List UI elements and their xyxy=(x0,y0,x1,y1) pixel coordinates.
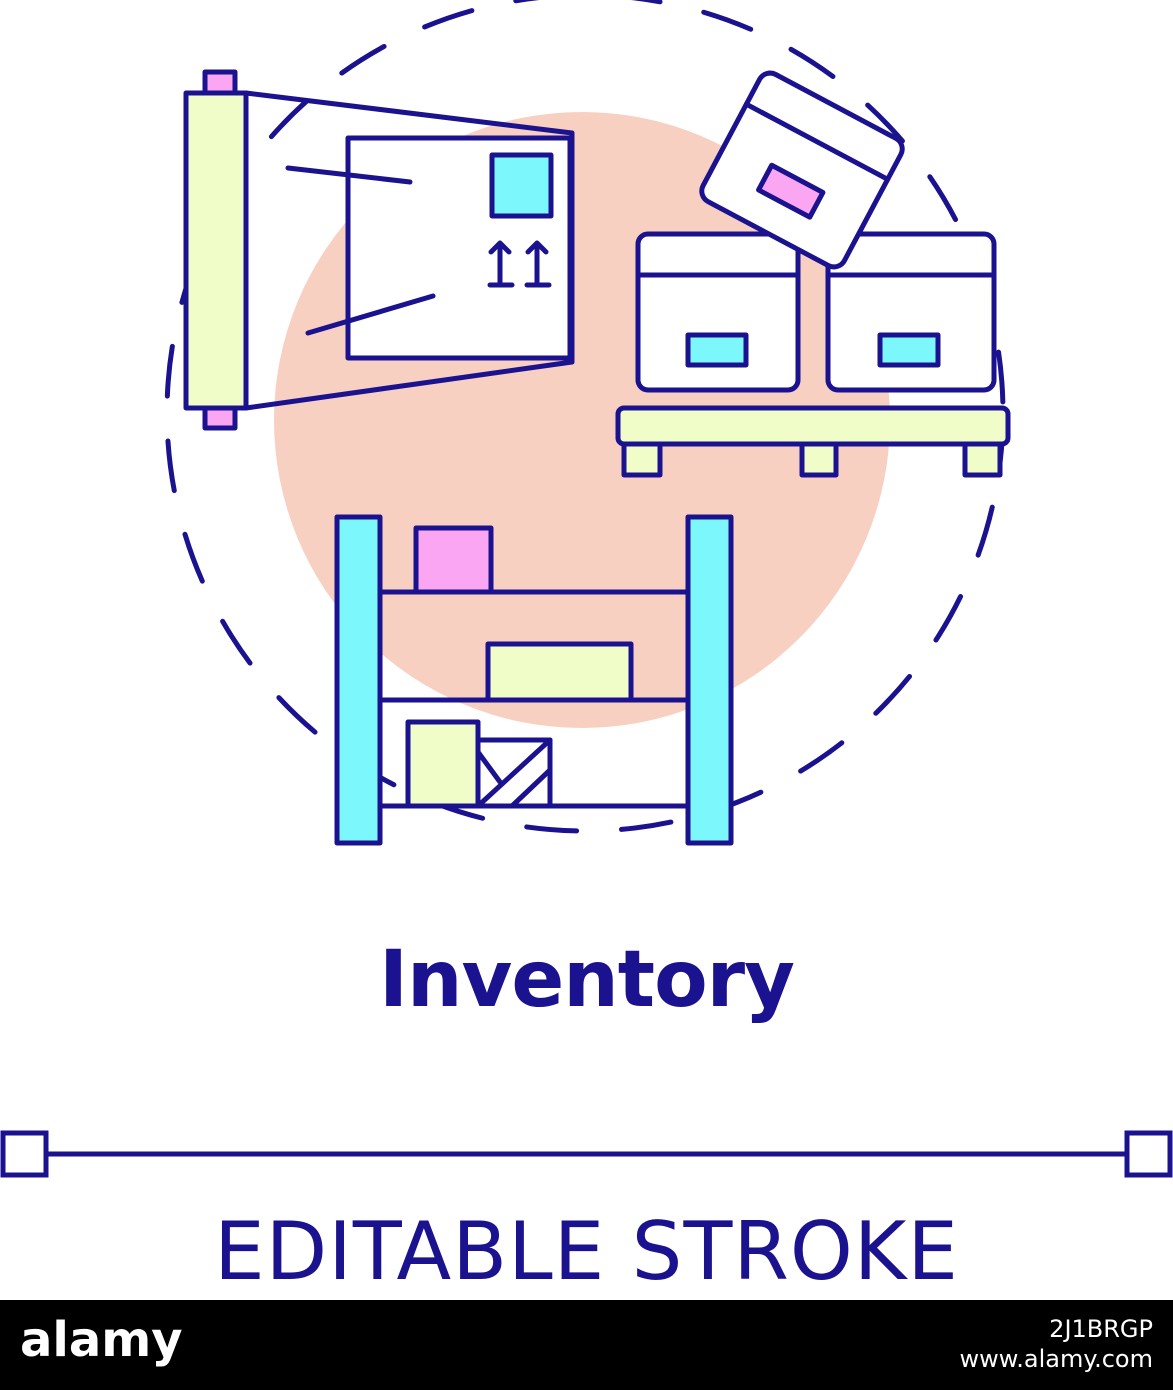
footer-bar: alamy 2J1BRGP www.alamy.com xyxy=(0,1300,1173,1390)
brand-logo[interactable]: alamy xyxy=(20,1312,183,1368)
right-handle xyxy=(1124,1130,1173,1178)
footer-info: 2J1BRGP www.alamy.com xyxy=(960,1314,1153,1374)
subtitle: EDITABLE STROKE xyxy=(214,1205,959,1298)
left-handle xyxy=(0,1130,49,1178)
warehouse-shelf-icon xyxy=(334,514,734,846)
site-url[interactable]: www.alamy.com xyxy=(959,1345,1153,1373)
editable-stroke-line xyxy=(0,1130,1173,1178)
inventory-illustration xyxy=(164,0,1011,846)
page-title: Inventory xyxy=(378,935,795,1025)
stretch-wrap-icon xyxy=(183,69,575,431)
pallet-boxes-icon xyxy=(615,70,1011,478)
image-id: 2J1BRGP xyxy=(1049,1315,1153,1343)
